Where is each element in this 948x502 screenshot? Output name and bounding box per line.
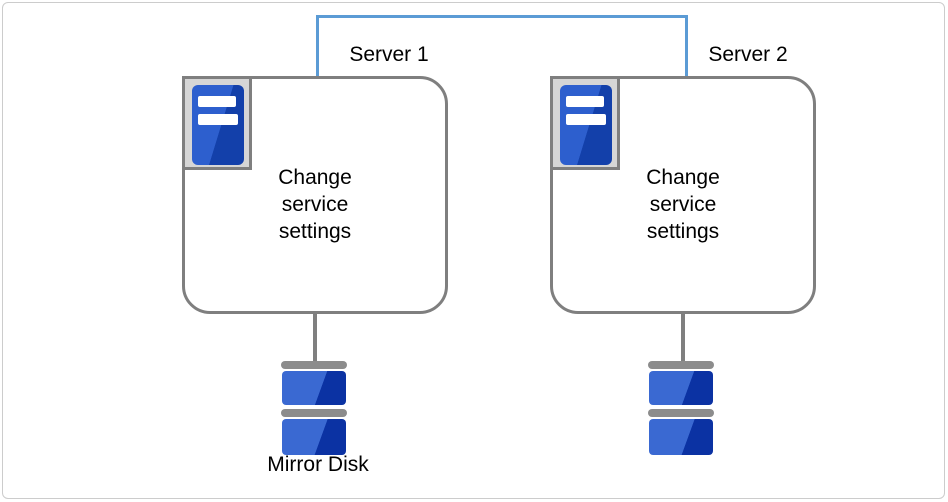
disk-platter <box>649 419 713 455</box>
server1-icon-frame <box>182 76 252 170</box>
server2-box-text: Change service settings <box>646 166 720 243</box>
mirror-disk-label: Mirror Disk <box>267 453 369 476</box>
mirror-disk-stack-icon <box>648 361 714 455</box>
disk-platter <box>282 371 346 405</box>
mirror-disk-stack-icon <box>281 361 347 455</box>
server1-label: Server 1 <box>349 43 429 66</box>
disk-separator-bar <box>281 409 347 417</box>
disk-platter <box>282 419 346 455</box>
server-slot-icon <box>198 96 236 107</box>
disk-separator-bar <box>648 361 714 369</box>
interconnect-line <box>316 15 688 79</box>
server-slot-icon <box>566 96 604 107</box>
disk-separator-bar <box>281 361 347 369</box>
server1-box-text: Change service settings <box>278 166 352 243</box>
server-slot-icon <box>198 114 238 125</box>
disk-platter <box>649 371 713 405</box>
server2-icon-frame <box>550 76 620 170</box>
server-tower-icon <box>560 85 612 165</box>
server-tower-icon <box>192 85 244 165</box>
disk-separator-bar <box>648 409 714 417</box>
server1-disk-connector-line <box>313 312 317 364</box>
server2-disk-connector-line <box>681 312 685 364</box>
server2-label: Server 2 <box>708 43 788 66</box>
server-slot-icon <box>566 114 606 125</box>
